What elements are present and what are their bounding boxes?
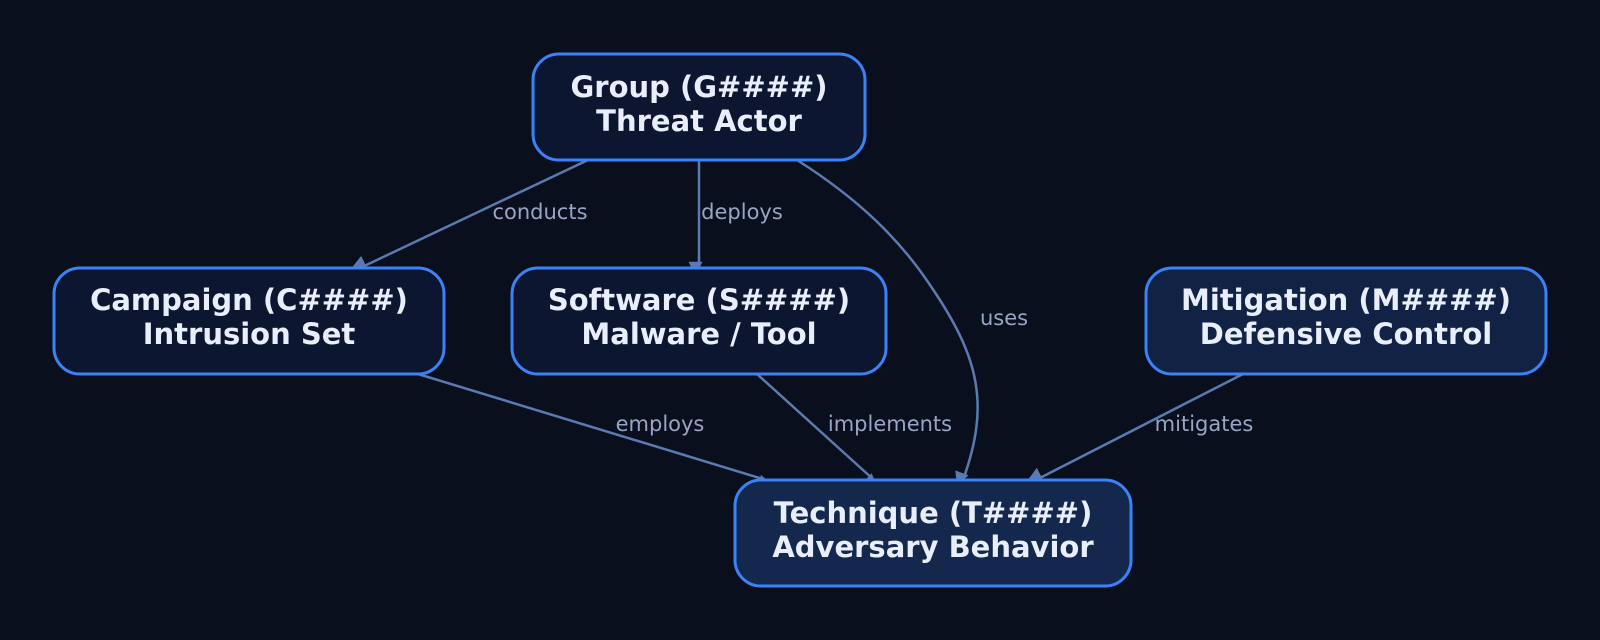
node-campaign-subtitle: Intrusion Set: [143, 317, 356, 351]
node-technique-subtitle: Adversary Behavior: [772, 530, 1094, 564]
node-software[interactable]: Software (S####) Malware / Tool: [510, 266, 888, 376]
node-campaign-title: Campaign (C####): [90, 283, 408, 317]
edge-label-implements: implements: [828, 412, 952, 436]
node-group-subtitle: Threat Actor: [596, 104, 802, 138]
edge-implements: [756, 373, 878, 488]
edge-mitigates: [1027, 372, 1244, 482]
node-mitigation-box: [1144, 266, 1548, 376]
node-software-title: Software (S####): [548, 283, 850, 317]
edge-employs: [417, 372, 773, 489]
edge-label-employs: employs: [616, 412, 705, 436]
edges: [351, 158, 1244, 489]
edge-label-uses: uses: [980, 306, 1028, 330]
node-software-box: [510, 266, 888, 376]
edge-uses: [796, 158, 979, 487]
edge-label-mitigates: mitigates: [1155, 412, 1254, 436]
node-mitigation-subtitle: Defensive Control: [1200, 317, 1492, 351]
node-campaign[interactable]: Campaign (C####) Intrusion Set: [52, 266, 446, 376]
node-mitigation-title: Mitigation (M####): [1181, 283, 1511, 317]
node-technique-title: Technique (T####): [774, 496, 1093, 530]
node-technique[interactable]: Technique (T####) Adversary Behavior: [733, 478, 1133, 588]
edge-labels: conducts deploys uses employs implements…: [492, 200, 1253, 436]
node-group[interactable]: Group (G####) Threat Actor: [531, 52, 867, 162]
node-campaign-box: [52, 266, 446, 376]
node-software-subtitle: Malware / Tool: [581, 317, 816, 351]
node-technique-box: [733, 478, 1133, 588]
edge-conducts: [351, 158, 589, 270]
edge-label-deploys: deploys: [701, 200, 783, 224]
node-group-title: Group (G####): [570, 70, 827, 104]
node-mitigation[interactable]: Mitigation (M####) Defensive Control: [1144, 266, 1548, 376]
node-group-box: [531, 52, 867, 162]
edge-label-conducts: conducts: [492, 200, 587, 224]
